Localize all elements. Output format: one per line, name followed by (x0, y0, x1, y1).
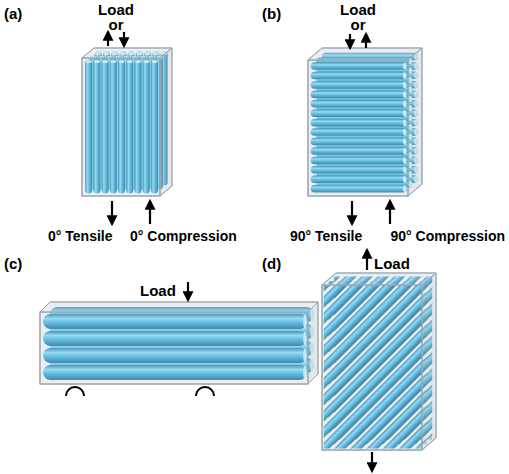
fiber-rod (329, 281, 427, 444)
support-roller (66, 387, 84, 396)
fiber-rod (329, 281, 427, 444)
fiber-layer (170, 144, 509, 474)
specimen-side-face (160, 48, 172, 196)
test-label: 0° Tensile (48, 229, 112, 243)
specimen-top-face (322, 273, 436, 285)
fiber-rod (329, 281, 427, 444)
connector-word: or (109, 17, 124, 32)
specimen-front-face (40, 312, 308, 384)
support-roller (196, 387, 214, 396)
load-label: Load (374, 256, 410, 271)
fiber-rod (329, 281, 427, 444)
fiber-rod (324, 285, 422, 448)
specimen-top-face (308, 48, 422, 60)
load-arrow (389, 201, 391, 224)
specimen-front-face (322, 285, 422, 450)
fiber-rod (324, 285, 422, 448)
specimen-back (82, 48, 172, 196)
specimen-side-face (308, 302, 318, 384)
fiber-rod (324, 285, 422, 448)
fiber-layer (164, 149, 509, 474)
fiber-rod (334, 276, 432, 439)
fiber-rod (334, 276, 432, 439)
panel-label: (a) (4, 6, 22, 21)
fiber-rod (334, 276, 432, 439)
load-label: Load (340, 2, 376, 17)
load-arrow (371, 452, 373, 471)
fiber-layer (159, 153, 509, 474)
fiber-rod (334, 276, 432, 439)
specimen-90deg (308, 48, 422, 196)
load-arrow (365, 34, 367, 48)
specimen-front-face (82, 58, 160, 196)
specimen-off-axis (159, 144, 509, 474)
fiber-rod (334, 276, 432, 439)
fiber-rod (324, 285, 422, 448)
specimen-top-face (40, 302, 318, 312)
load-arrow (187, 282, 189, 300)
panel-label: (d) (262, 256, 281, 271)
load-arrow (107, 32, 109, 46)
fiber-rod (329, 281, 427, 444)
fiber-rod (324, 285, 422, 448)
specimen-front-face (308, 60, 408, 196)
specimen-side-face (408, 48, 422, 196)
specimen-top-face (82, 48, 172, 58)
test-label: 90° Tensile (290, 229, 362, 243)
load-arrow (366, 250, 368, 270)
fiber-rod (324, 285, 422, 448)
fiber-rod (334, 283, 432, 440)
specimen-back (308, 48, 422, 196)
fiber-rod (334, 276, 432, 439)
specimen-back (40, 302, 318, 384)
fiber-rod (329, 281, 427, 444)
specimen-back (322, 273, 436, 450)
fiber-rod (324, 285, 422, 448)
flexure-beam (40, 302, 318, 384)
test-label: 0° Compression (130, 229, 237, 243)
fiber-rod (324, 285, 422, 448)
fiber-rod (334, 276, 432, 439)
test-label: 90° Compression (390, 229, 505, 243)
fiber-rod (329, 281, 427, 444)
load-label: Load (98, 2, 134, 17)
fiber-rod (329, 281, 427, 444)
panel-label: (c) (4, 256, 22, 271)
connector-word: or (351, 17, 366, 32)
specimen-0deg (82, 48, 172, 196)
load-arrow (349, 34, 351, 48)
load-arrow (111, 201, 113, 224)
load-label: Load (140, 283, 176, 298)
panel-label: (b) (262, 6, 281, 21)
fiber-rod (324, 285, 422, 448)
specimen-side-face (422, 273, 436, 450)
load-arrow (351, 201, 353, 224)
load-arrow (149, 201, 151, 224)
fiber-rod (334, 276, 432, 439)
load-arrow (123, 32, 125, 46)
